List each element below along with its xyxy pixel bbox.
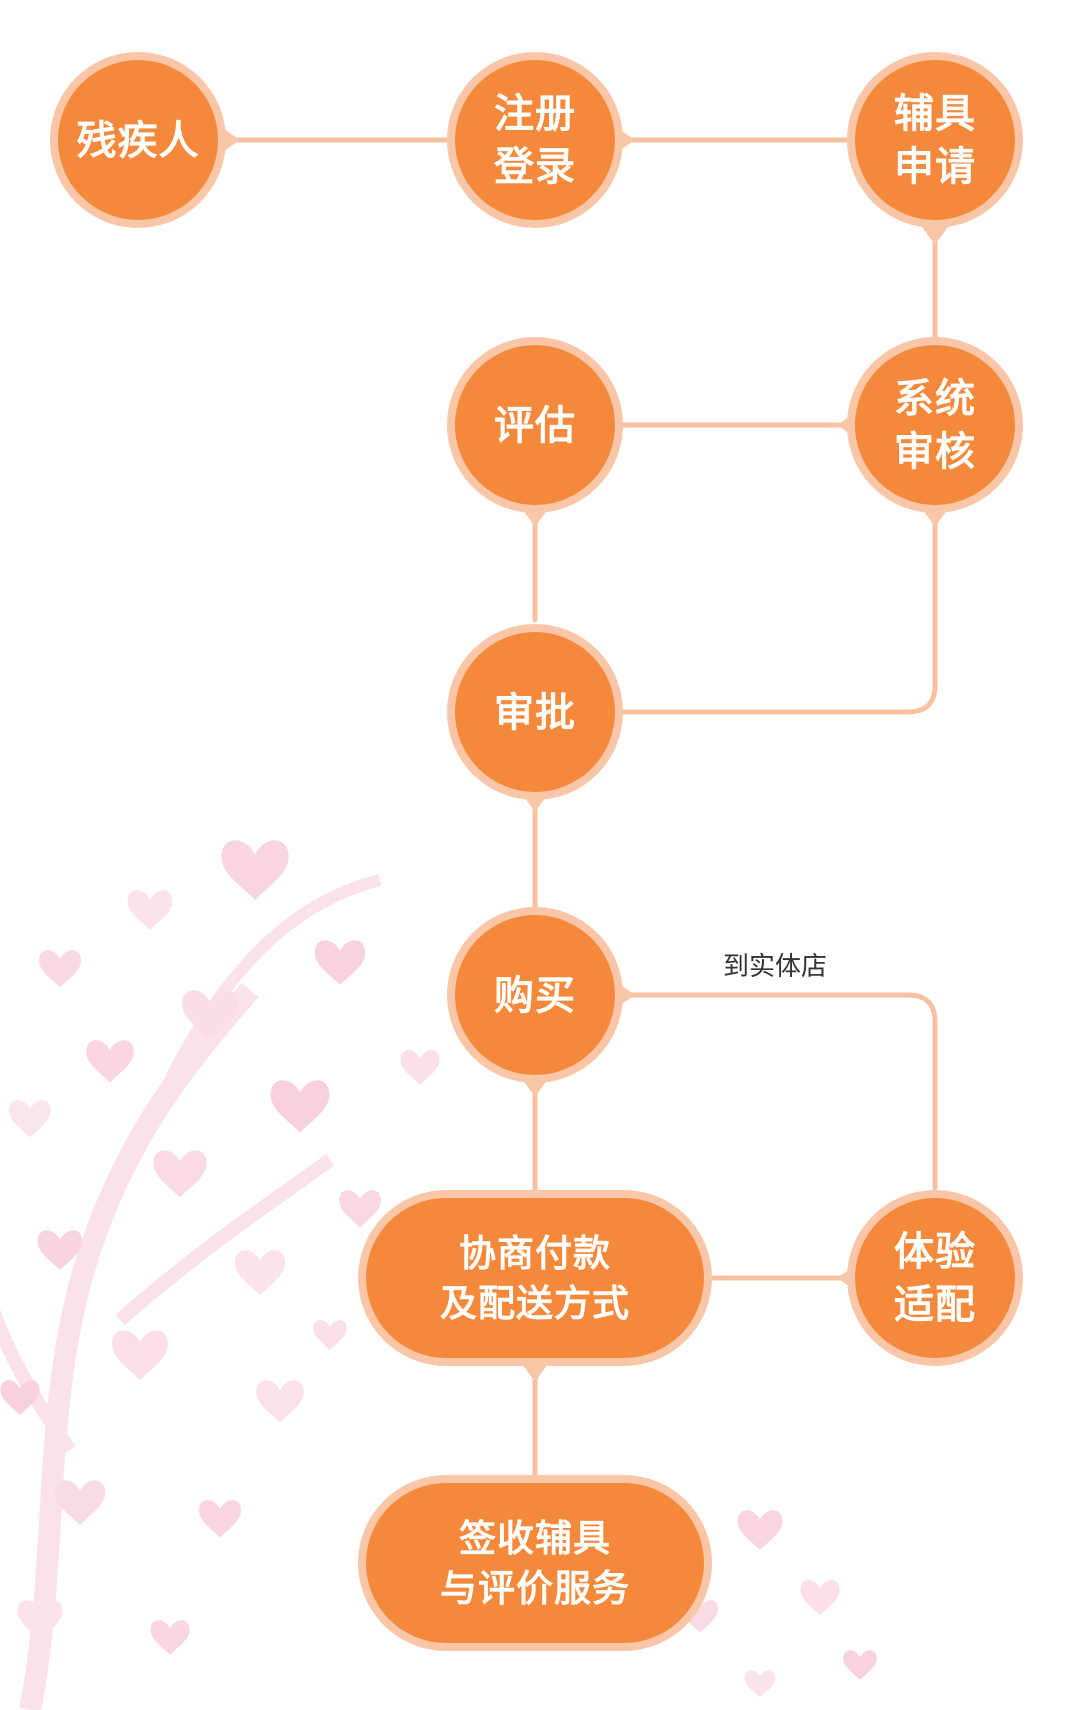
- node-receive-evaluate-line1: 签收辅具: [459, 1517, 611, 1560]
- node-system-review-line1: 系统: [894, 376, 976, 422]
- node-register-login: 注册 登录: [447, 52, 623, 228]
- node-purchase: 购买: [447, 907, 623, 1083]
- node-trial-fitting: 体验 适配: [847, 1190, 1023, 1366]
- node-negotiate-payment-line2: 及配送方式: [440, 1282, 630, 1325]
- node-device-apply-line2: 申请: [894, 144, 976, 190]
- node-negotiate-payment: 协商付款 及配送方式: [358, 1190, 712, 1366]
- node-approval: 审批: [447, 624, 623, 800]
- node-purchase-label: 购买: [494, 973, 576, 1019]
- node-approval-label: 审批: [494, 690, 576, 736]
- pointer-apply: [920, 224, 950, 245]
- pointer-negotiate: [520, 1361, 550, 1382]
- connectors: [219, 137, 938, 1478]
- node-trial-fitting-line1: 体验: [894, 1229, 976, 1275]
- node-device-apply-line1: 辅具: [894, 91, 976, 137]
- connector-purchase-to-trial: [614, 992, 938, 1191]
- node-register-login-line2: 登录: [493, 144, 576, 190]
- node-disabled-person: 残疾人: [50, 52, 226, 228]
- node-disabled-person-label: 残疾人: [77, 118, 200, 164]
- node-device-apply: 辅具 申请: [847, 52, 1023, 228]
- edge-label-to-store: 到实体店: [723, 952, 827, 982]
- node-receive-evaluate-line2: 与评价服务: [440, 1567, 630, 1610]
- node-trial-fitting-line2: 适配: [894, 1282, 976, 1328]
- node-system-review-line2: 审核: [894, 429, 976, 475]
- node-register-login-line1: 注册: [494, 91, 576, 137]
- node-assessment: 评估: [447, 337, 623, 513]
- node-negotiate-payment-line1: 协商付款: [459, 1232, 611, 1275]
- node-assessment-label: 评估: [494, 403, 576, 449]
- node-receive-evaluate: 签收辅具 与评价服务: [358, 1475, 712, 1651]
- node-system-review: 系统 审核: [847, 337, 1023, 513]
- heart-tree-illustration: [0, 840, 877, 1710]
- connector-review-to-approval: [614, 507, 938, 715]
